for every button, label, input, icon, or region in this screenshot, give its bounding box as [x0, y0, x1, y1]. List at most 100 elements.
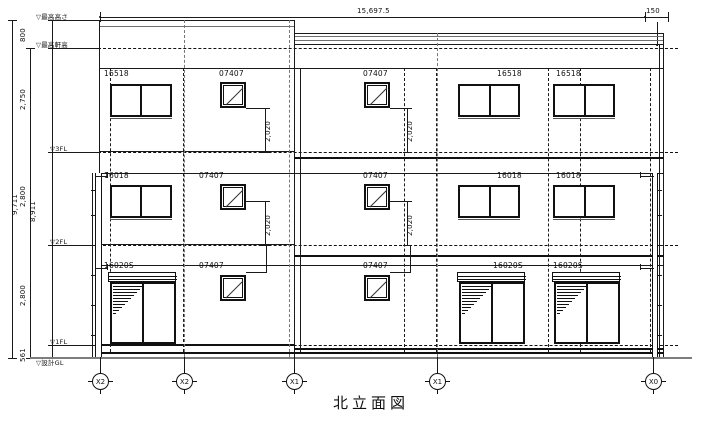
window-sill [553, 118, 615, 119]
grid-centerline-3 [289, 20, 290, 357]
level-line-max-eave [52, 48, 100, 49]
window-inner-frame [223, 278, 243, 298]
grid-leader-3 [294, 357, 295, 373]
shutter-slat [553, 279, 621, 280]
dim-2020-l2: 2,020 [264, 214, 272, 236]
offset-dot [656, 44, 658, 46]
downspout-elbow-2f-leg [107, 172, 108, 178]
dim-extension-vert-1f-left [266, 245, 267, 273]
window-16018-left-2f [110, 185, 172, 218]
level-line-1fl [52, 345, 100, 346]
window-mullion [489, 187, 491, 216]
dim-extension-line-1f-left [246, 272, 266, 273]
level-label-1fl: ▽1FL [50, 338, 68, 346]
window-tag-16518-r1-3f: 16518 [497, 69, 522, 78]
downspout-bracket [658, 190, 662, 191]
shutter-box-r2-1f [552, 272, 621, 282]
window-inner-frame [223, 187, 243, 207]
level-label-3fl: ▽3FL [50, 145, 68, 153]
band-line-1f-bottom-right [294, 348, 664, 350]
window-tag-07407-b-3f: 07407 [363, 69, 388, 78]
downspout-left-outer [92, 173, 93, 357]
door-tag-16020s-left-1f: 16020S [104, 261, 134, 270]
window-inner-frame [367, 85, 387, 105]
level-label-2fl: ▽2FL [50, 238, 68, 246]
dim-2020-r2: 2,020 [406, 214, 414, 236]
downspout-bracket [91, 190, 95, 191]
eave-height-dim-line [30, 48, 31, 358]
downspout-bracket [658, 215, 662, 216]
centerline-max-eave [98, 48, 678, 49]
total-height-dim-line [12, 20, 13, 358]
window-opening-diagonal-icon [369, 189, 388, 208]
band-line-1f-top-left [99, 265, 295, 266]
total-height-overall-dimension: 9,711 [11, 193, 19, 215]
window-inner-frame [367, 187, 387, 207]
level-line-3fl [52, 152, 100, 153]
grid-leader-1 [100, 357, 101, 373]
band-line-2f-bottom-left [99, 244, 295, 245]
grid-line-dashed-3 [436, 68, 437, 352]
window-16518-r1-3f [458, 84, 520, 117]
door-mullion [142, 284, 144, 342]
dim-2800-upper: 2,800 [19, 185, 27, 207]
dim-2800-lower: 2,800 [19, 284, 27, 306]
window-tag-16018-left-2f: 16018 [104, 171, 129, 180]
roof-line-left [99, 20, 295, 21]
door-tag-16020s-r1-1f: 16020S [493, 261, 523, 270]
grid-bubble-x2-a[interactable]: X2 [92, 373, 109, 390]
right-offset-dimension-line [645, 17, 668, 18]
grid-bubble-x2-b[interactable]: X2 [176, 373, 193, 390]
downspout-elbow-right-2f [640, 176, 654, 177]
downspout-elbow-right-1f [640, 268, 654, 269]
window-07407-b-1f [364, 275, 390, 301]
dim-tick [668, 12, 669, 22]
window-opening-diagonal-icon [369, 87, 388, 106]
grid-leader-4 [437, 357, 438, 373]
downspout-elbow-right-2f-leg [640, 172, 641, 178]
band-line-3f-bottom-right [294, 157, 664, 159]
shutter-box-r1-1f [457, 272, 526, 282]
window-inner-frame [367, 278, 387, 298]
dim-tick [403, 245, 412, 246]
level-label-gl: ▽設計GL [36, 359, 64, 367]
ground-line [30, 357, 692, 359]
downspout-bracket [658, 275, 662, 276]
shutter-louver-hatch-r1-1f [462, 285, 492, 315]
grid-bubble-x1-b[interactable]: X1 [429, 373, 446, 390]
window-16518-left-3f [110, 84, 172, 117]
dim-dot [99, 16, 101, 18]
window-mullion [584, 86, 586, 115]
window-tag-16018-r2-2f: 16018 [556, 171, 581, 180]
window-tag-16018-r1-2f: 16018 [497, 171, 522, 180]
dim-2020-r1: 2,020 [406, 120, 414, 142]
dim-extension-vert-1f [410, 245, 411, 273]
shutter-slat [553, 276, 621, 277]
downspout-elbow-1f-leg [107, 264, 108, 270]
window-opening-diagonal-icon [225, 87, 244, 106]
dim-2020-l1: 2,020 [264, 120, 272, 142]
downspout-elbow-1f [95, 268, 107, 269]
dim-extension-line-1f [390, 272, 410, 273]
shutter-slat [109, 279, 177, 280]
eave-line-right [294, 44, 664, 45]
shutter-slat [109, 276, 177, 277]
downspout-bracket [91, 215, 95, 216]
window-16018-r2-2f [553, 185, 615, 218]
downspout-elbow-2f [95, 176, 107, 177]
centerline-2fl [98, 245, 678, 246]
window-07407-b-3f [364, 82, 390, 108]
dim-tick [261, 245, 270, 246]
grid-bubble-x0[interactable]: X0 [645, 373, 662, 390]
band-line-3f-top-right [294, 68, 664, 69]
shutter-louver-hatch-left-1f [113, 285, 143, 315]
window-tag-07407-b-2f: 07407 [363, 171, 388, 180]
shutter-slat [458, 276, 526, 277]
grid-bubble-x1-a[interactable]: X1 [286, 373, 303, 390]
dim-extension-line [390, 108, 410, 109]
shutter-louver-hatch-r2-1f [557, 285, 587, 315]
shutter-slat [458, 279, 526, 280]
overall-dimension-line [100, 17, 645, 18]
window-sill [110, 219, 172, 220]
band-line-3f-top-left [99, 68, 295, 69]
